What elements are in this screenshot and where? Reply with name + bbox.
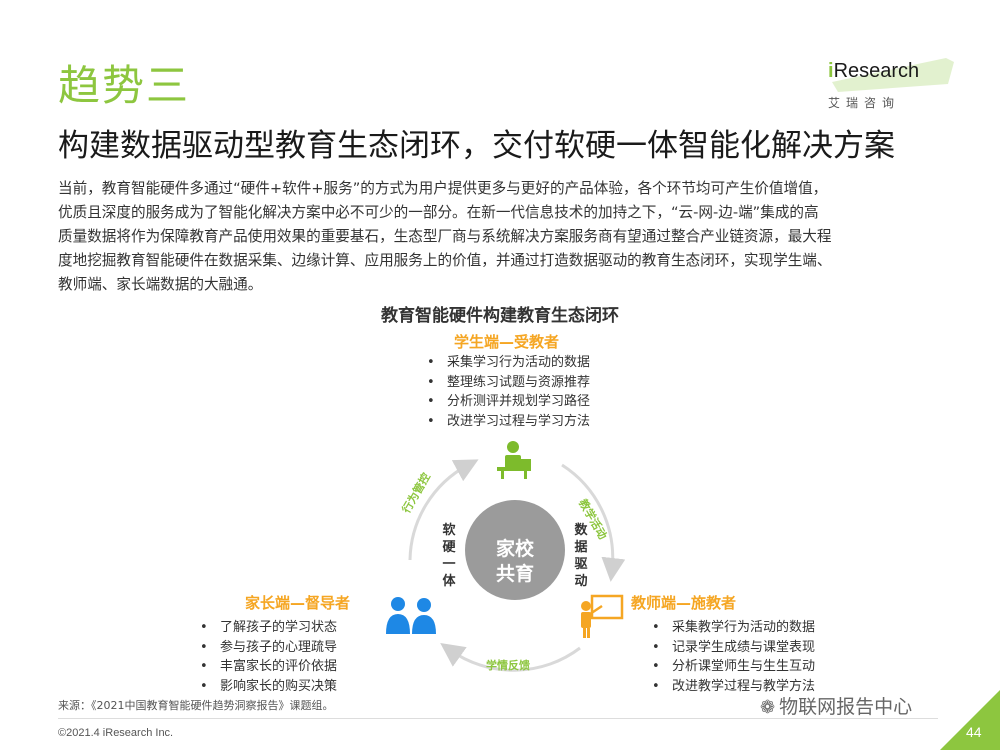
list-item: 丰富家长的评价依据 [200,657,337,677]
watermark: ❁物联网报告中心 [760,692,912,719]
slide-headline: 构建数据驱动型教育生态闭环，交付软硬一体智能化解决方案 [58,128,895,164]
list-item: 改进教学过程与教学方法 [652,677,815,697]
cycle-arc-bottom [440,643,581,672]
iresearch-logo: iResearch 艾瑞咨询 [828,52,958,114]
source-note: 来源：《2021中国教育智能硬件趋势洞察报告》课题组。 [58,699,334,712]
intro-line: 当前，教育智能硬件多通过“硬件+软件+服务”的方式为用户提供更多与更好的产品体验… [58,180,828,197]
logo-word-research: Research [833,60,920,82]
list-item: 参与孩子的心理疏导 [200,638,337,658]
center-circle [465,500,565,600]
logo-swoosh-icon [832,58,954,92]
page-number: 44 [966,724,982,740]
list-item: 影响家长的购买决策 [200,677,337,697]
intro-line: 度地挖掘教育智能硬件在数据采集、边缘计算、应用服务上的价值，并通过打造数据驱动的… [58,252,832,269]
wechat-icon: ❁ [760,697,776,718]
cycle-arc-top-left [408,459,479,561]
center-label-line: 家校 [495,538,534,560]
center-label: 家校 共育 [466,537,564,587]
teacher-title: 教师端—施教者 [631,594,737,612]
teacher-board-icon [581,594,624,638]
page-corner-badge [940,690,1000,750]
list-item: 记录学生成绩与课堂表现 [652,638,815,658]
parents-icon [386,597,436,634]
student-desk-icon [497,441,531,479]
list-item: 整理练习试题与资源推荐 [427,373,590,393]
intro-paragraph: 当前，教育智能硬件多通过“硬件+软件+服务”的方式为用户提供更多与更好的产品体验… [58,177,948,297]
diagram-title: 教育智能硬件构建教育生态闭环 [381,306,619,326]
parent-list: 了解孩子的学习状态 参与孩子的心理疏导 丰富家长的评价依据 影响家长的购买决策 [200,618,337,696]
left-inner-label: 软硬一体 [442,523,456,589]
logo-wordmark: iResearch [828,60,919,83]
teacher-list: 采集教学行为活动的数据 记录学生成绩与课堂表现 分析课堂师生与生生互动 改进教学… [652,618,815,696]
list-item: 了解孩子的学习状态 [200,618,337,638]
list-item: 分析课堂师生与生生互动 [652,657,815,677]
footer-divider [58,718,938,719]
parent-title: 家长端—督导者 [245,594,351,612]
student-list: 采集学习行为活动的数据 整理练习试题与资源推荐 分析测评并规划学习路径 改进学习… [427,353,590,431]
cycle-arc-top-right [561,463,626,582]
intro-line: 质量数据将作为保障教育产品使用效果的重要基石，生态型厂商与系统解决方案服务商有望… [58,228,832,245]
list-item: 采集学习行为活动的数据 [427,353,590,373]
watermark-text: 物联网报告中心 [779,696,913,718]
intro-line: 优质且深度的服务成为了智能化解决方案中必不可少的一部分。在新一代信息技术的加持之… [58,204,819,221]
arc-label-feedback: 学情反馈 [486,659,530,672]
logo-i: i [828,60,834,82]
list-item: 改进学习过程与学习方法 [427,412,590,432]
list-item: 分析测评并规划学习路径 [427,392,590,412]
slide-tag: 趋势三 [58,61,191,110]
copyright: ©2021.4 iResearch Inc. [58,727,174,739]
intro-line: 教师端、家长端数据的大融通。 [58,276,263,293]
center-label-line: 共育 [495,563,534,585]
list-item: 采集教学行为活动的数据 [652,618,815,638]
student-title: 学生端—受教者 [454,333,560,351]
right-inner-label: 数据驱动 [574,523,588,589]
logo-subtitle: 艾瑞咨询 [828,96,901,110]
